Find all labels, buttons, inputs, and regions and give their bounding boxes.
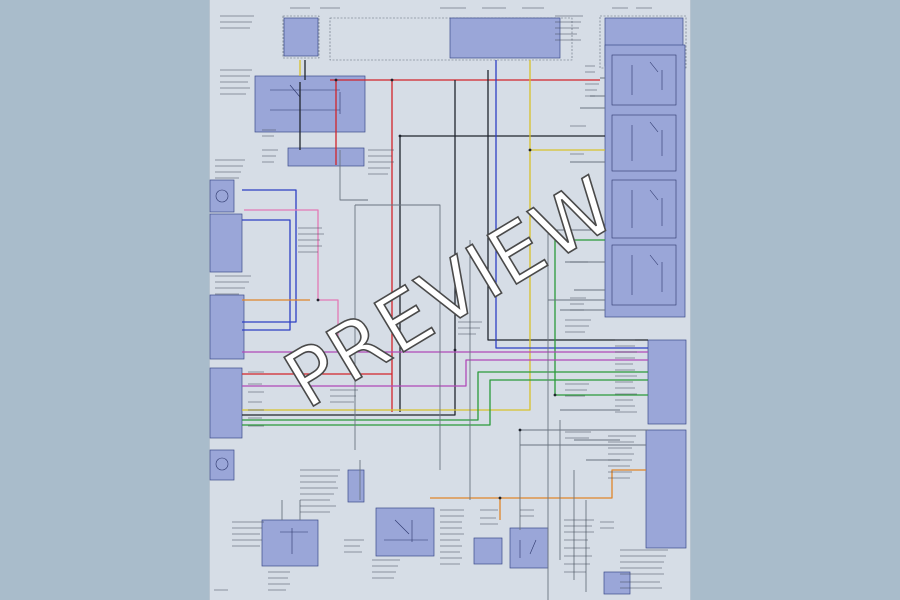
- bottom-relay-center: [375, 507, 435, 557]
- bottom-component-1: [347, 469, 365, 503]
- connector-right-upper: [647, 339, 687, 425]
- bottom-component-4: [509, 527, 549, 569]
- control-module-right: [645, 429, 687, 549]
- switch-left-2: [209, 213, 243, 273]
- control-module-left: [209, 367, 243, 439]
- connector-block-mid: [287, 147, 365, 167]
- fuse-block-top-center: [449, 17, 561, 59]
- junction-box-left: [254, 75, 366, 133]
- sensor-left-1: [209, 179, 235, 213]
- sensor-left-3: [209, 294, 245, 360]
- bottom-component-3: [473, 537, 503, 565]
- sensor-left-5: [209, 449, 235, 481]
- bottom-relay-left: [261, 519, 319, 567]
- relay-stack-right: [604, 44, 686, 318]
- bottom-component-5: [603, 571, 631, 595]
- fuse-block-top-left: [283, 17, 319, 57]
